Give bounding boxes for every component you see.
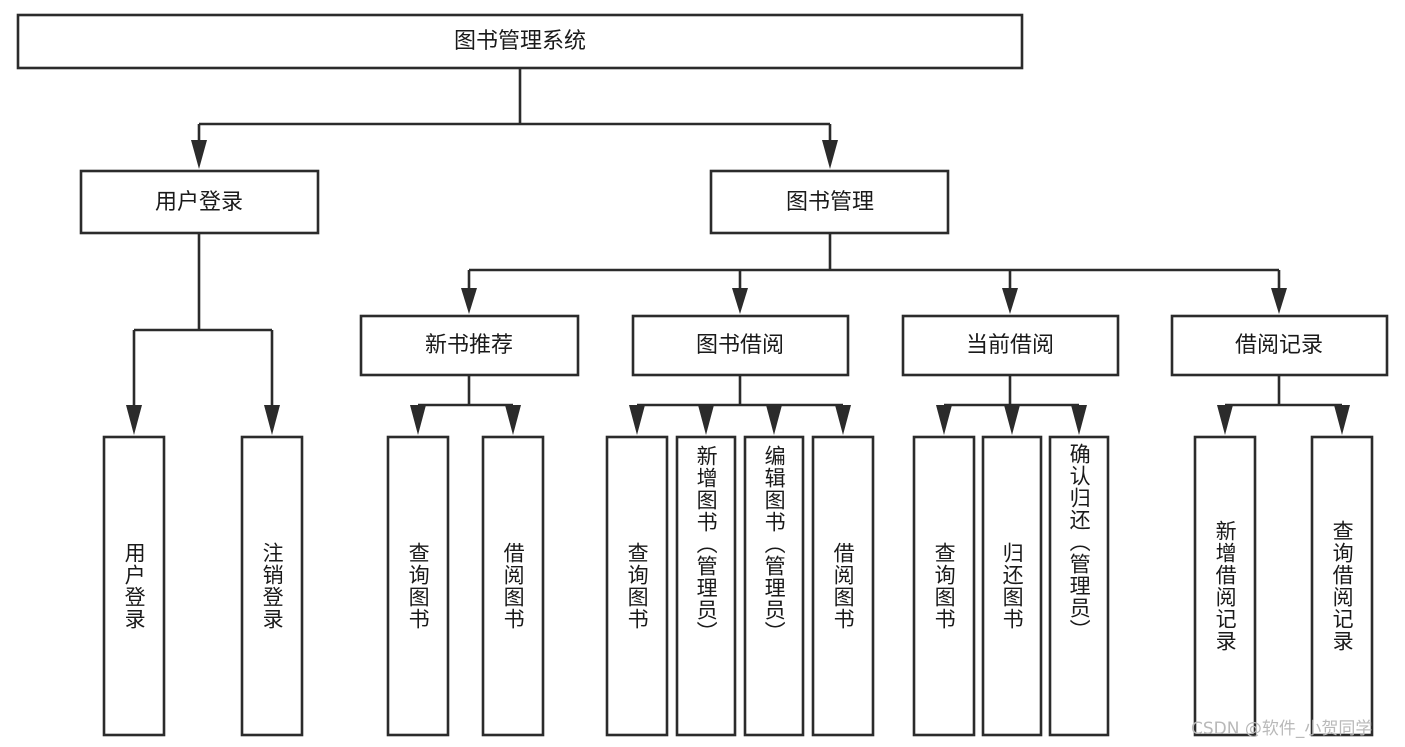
node-box-leaf-user-login-0[interactable] [102, 435, 166, 737]
node-label-book-management: 图书管理 [786, 190, 874, 215]
node-box-leaf-new-book-1[interactable] [481, 435, 545, 737]
arrow-head-leaf-borrow-record-1 [1334, 405, 1350, 435]
arrow-head-leaf-current-borrow-2 [1071, 405, 1087, 435]
arrow-head-leaf-new-book-0 [410, 405, 426, 435]
arrow-head-leaf-book-borrow-1 [698, 405, 714, 435]
arrow-head-leaf-new-book-1 [505, 405, 521, 435]
node-box-leaf-book-borrow-2[interactable] [743, 435, 805, 737]
node-label-current-borrow: 当前借阅 [966, 333, 1054, 358]
arrow-head-book-borrow [732, 288, 748, 314]
node-label-book-borrow: 图书借阅 [696, 333, 784, 358]
node-label-new-book-recommend: 新书推荐 [425, 333, 513, 358]
arrow-head-current-borrow [1002, 288, 1018, 314]
arrow-head-leaf-user-login-1 [264, 405, 280, 435]
node-label-root: 图书管理系统 [454, 29, 586, 54]
node-box-leaf-book-borrow-0[interactable] [605, 435, 669, 737]
node-box-leaf-current-borrow-1[interactable] [981, 435, 1043, 737]
arrow-head-new-book-recommend [461, 288, 477, 314]
arrow-head-leaf-current-borrow-0 [936, 405, 952, 435]
node-box-leaf-book-borrow-1[interactable] [675, 435, 737, 737]
node-label-user-login: 用户登录 [155, 190, 243, 215]
node-box-new-book-recommend[interactable] [359, 314, 580, 377]
arrow-head-leaf-book-borrow-0 [629, 405, 645, 435]
node-label-borrow-record: 借阅记录 [1235, 333, 1323, 358]
arrow-head-user-login [191, 140, 207, 169]
node-box-leaf-current-borrow-2[interactable] [1048, 435, 1110, 737]
watermark-text: CSDN @软件_小贺同学 [1191, 719, 1373, 739]
node-box-leaf-current-borrow-0[interactable] [912, 435, 976, 737]
node-box-leaf-borrow-record-0[interactable] [1193, 435, 1257, 737]
arrow-head-book-management [822, 140, 838, 169]
node-box-user-login[interactable] [79, 169, 320, 235]
node-box-leaf-borrow-record-1[interactable] [1310, 435, 1374, 737]
arrow-head-leaf-borrow-record-0 [1217, 405, 1233, 435]
arrow-head-leaf-user-login-0 [126, 405, 142, 435]
arrow-head-leaf-current-borrow-1 [1004, 405, 1020, 435]
node-box-leaf-new-book-0[interactable] [386, 435, 450, 737]
node-box-leaf-user-login-1[interactable] [240, 435, 304, 737]
arrow-head-leaf-book-borrow-2 [766, 405, 782, 435]
node-box-leaf-book-borrow-3[interactable] [811, 435, 875, 737]
arrow-head-borrow-record [1271, 288, 1287, 314]
node-box-root[interactable] [16, 13, 1024, 70]
node-box-current-borrow[interactable] [901, 314, 1120, 377]
arrow-head-leaf-book-borrow-3 [835, 405, 851, 435]
